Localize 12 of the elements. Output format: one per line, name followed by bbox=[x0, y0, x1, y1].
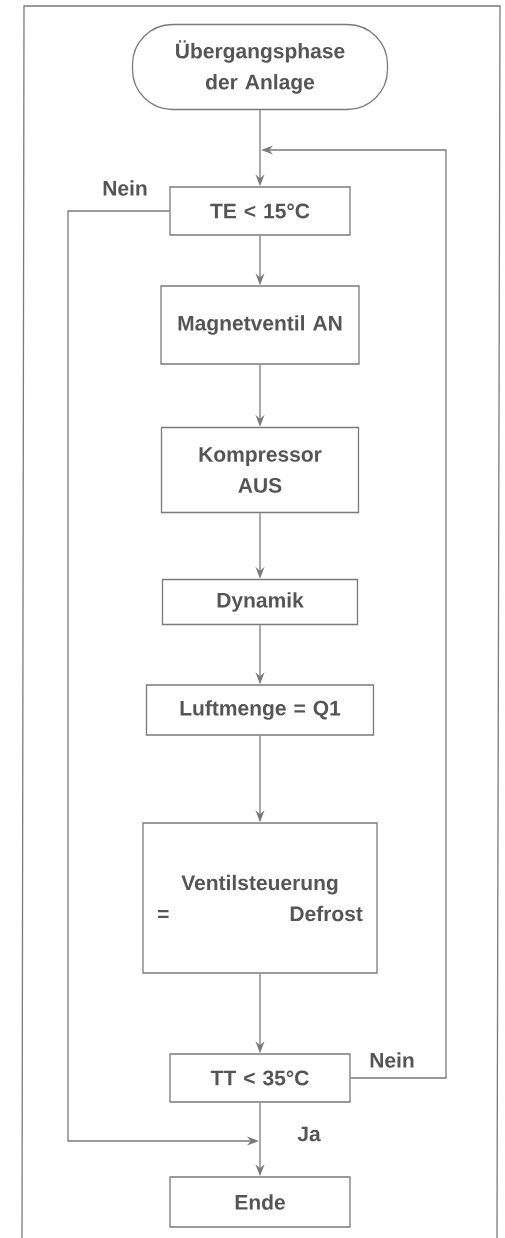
terminal-box: Übergangsphase der Anlage bbox=[131, 23, 389, 111]
process-box: Magnetventil AN bbox=[160, 285, 360, 365]
edge-label: Nein bbox=[368, 1051, 416, 1069]
edge-label: Ja bbox=[296, 1125, 322, 1143]
process-box: Luftmenge = Q1 bbox=[145, 684, 375, 736]
process-box: TT < 35°C bbox=[169, 1053, 351, 1103]
process-box: Ende bbox=[169, 1176, 351, 1228]
edge-label: Nein bbox=[101, 179, 149, 197]
process-box: Ventilsteuerung = Defrost bbox=[142, 822, 378, 974]
process-box: Dynamik bbox=[161, 578, 359, 626]
process-box: TE < 15°C bbox=[169, 186, 351, 236]
process-box: Kompressor AUS bbox=[160, 426, 360, 514]
